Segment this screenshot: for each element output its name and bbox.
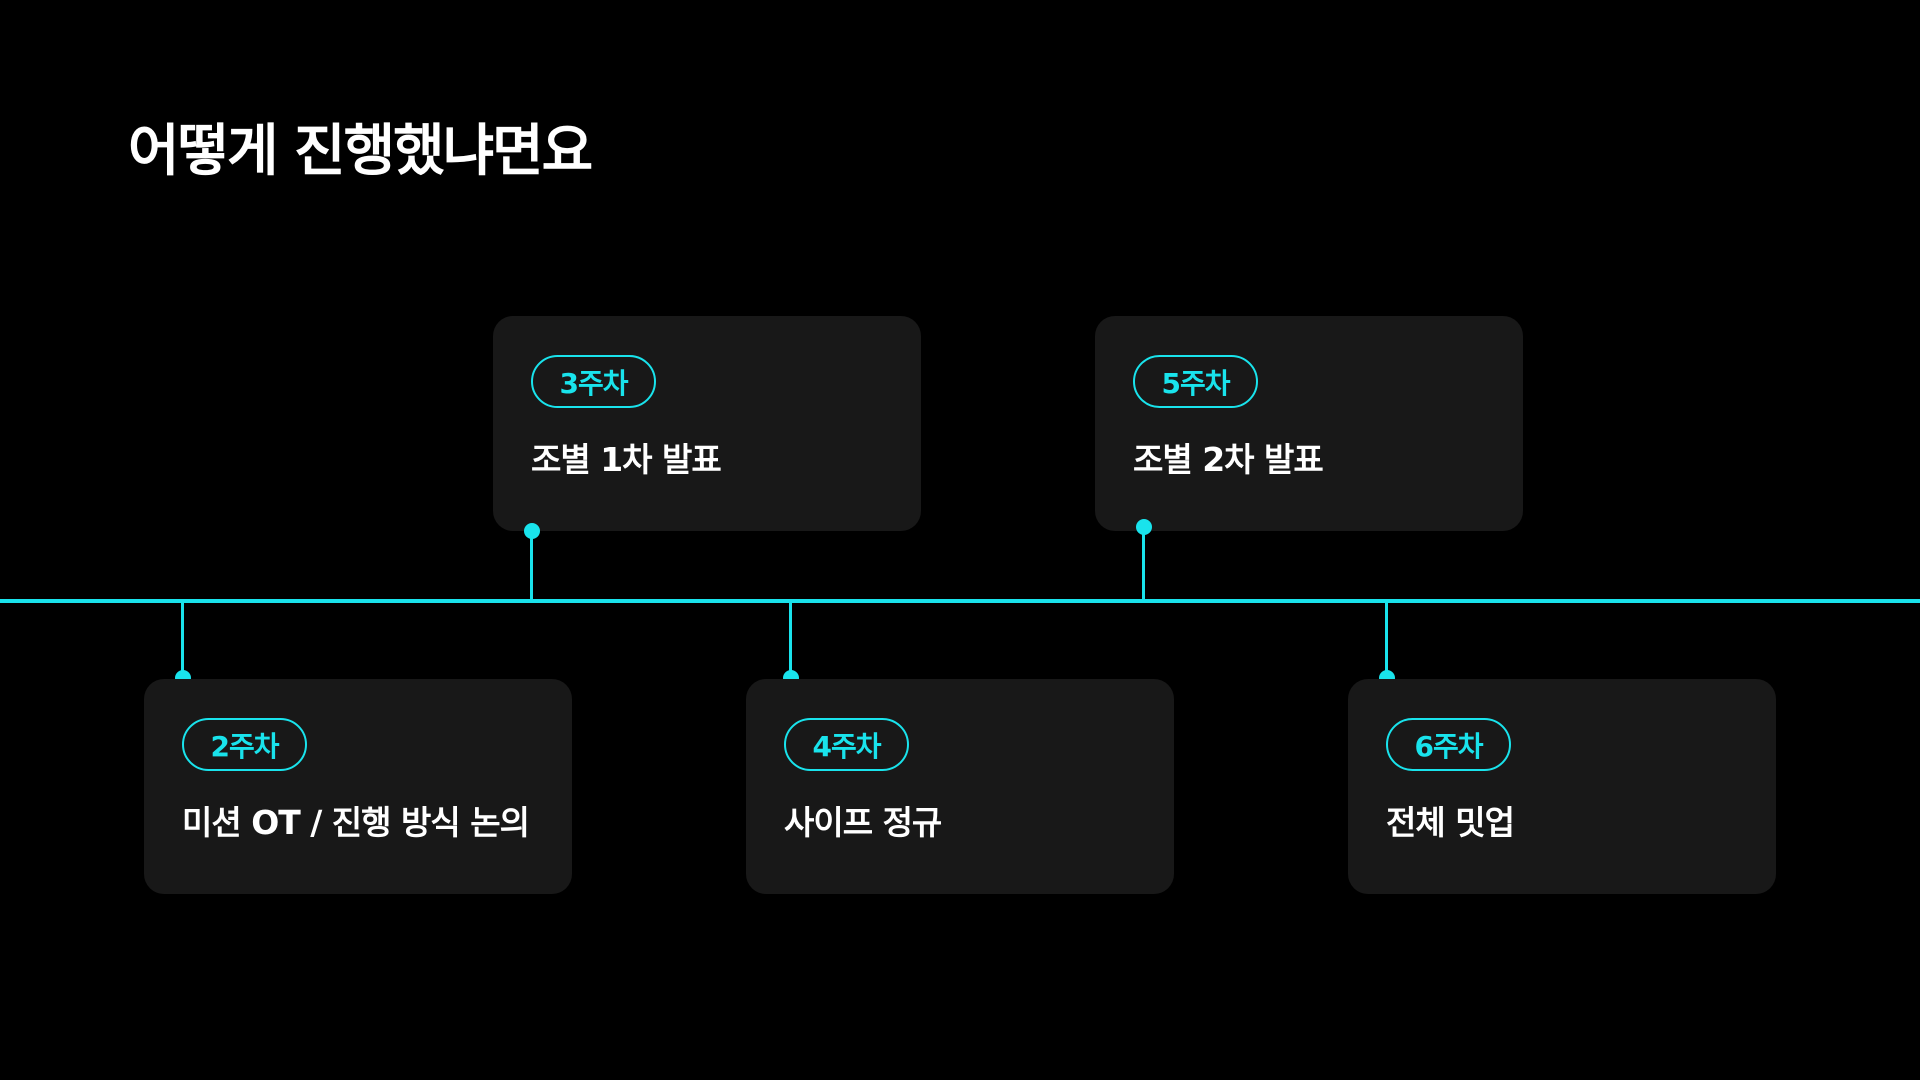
timeline-card-week-2: 2주차 미션 OT / 진행 방식 논의 [144,679,572,894]
week-badge: 3주차 [531,355,656,408]
timeline-connector [530,530,533,600]
milestone-label: 조별 1차 발표 [531,440,722,479]
timeline-connector [789,601,792,677]
timeline-connector [1142,527,1145,600]
timeline-card-week-5: 5주차 조별 2차 발표 [1095,316,1523,531]
week-badge: 5주차 [1133,355,1258,408]
timeline-dot [1136,519,1152,535]
timeline-card-week-4: 4주차 사이프 정규 [746,679,1174,894]
timeline-connector [181,601,184,677]
week-badge: 2주차 [182,718,307,771]
page-title: 어떻게 진행했냐면요 [128,119,593,184]
timeline-card-week-3: 3주차 조별 1차 발표 [493,316,921,531]
milestone-label: 조별 2차 발표 [1133,440,1324,479]
timeline-connector [1385,601,1388,677]
milestone-label: 사이프 정규 [784,803,942,842]
milestone-label: 미션 OT / 진행 방식 논의 [182,803,530,842]
timeline-card-week-6: 6주차 전체 밋업 [1348,679,1776,894]
milestone-label: 전체 밋업 [1386,803,1515,842]
timeline-dot [524,523,540,539]
timeline-line [0,599,1920,603]
week-badge: 4주차 [784,718,909,771]
week-badge: 6주차 [1386,718,1511,771]
